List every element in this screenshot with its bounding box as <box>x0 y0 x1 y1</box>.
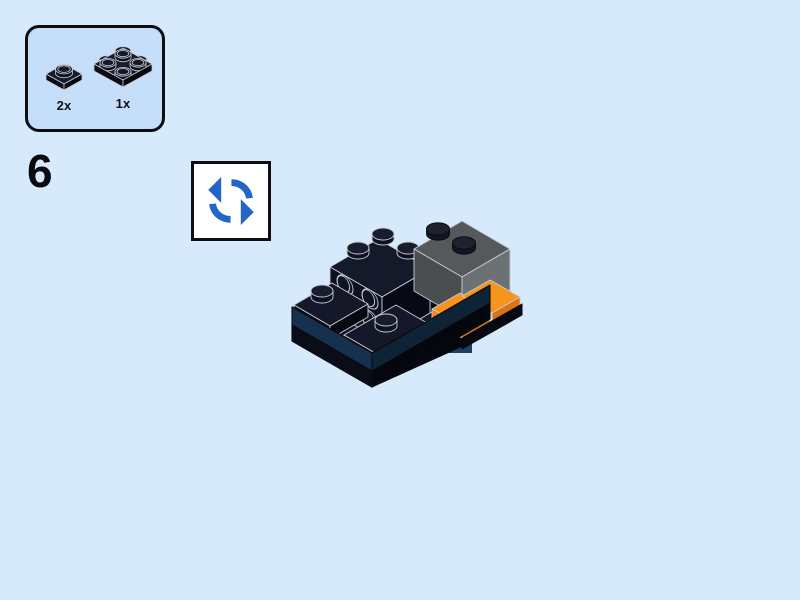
part-callout-item: 1x <box>90 42 156 110</box>
plate-black-left-step-stud <box>310 284 334 304</box>
rotate-model-hint-box <box>191 161 271 241</box>
part-count-label: 1x <box>115 96 131 111</box>
model-assembly-figure <box>282 207 530 397</box>
base-bottom-front <box>291 284 491 388</box>
plate-1x1-icon <box>45 63 83 91</box>
rotate-model-icon <box>208 176 254 226</box>
part-callout-item: 2x <box>38 56 90 112</box>
step-number: 6 <box>27 145 53 197</box>
part-count-label: 2x <box>56 98 72 113</box>
parts-callout-box: 2x <box>25 25 165 132</box>
plate-black-front-step-stud <box>374 313 398 333</box>
plate-2x2-icon <box>93 46 153 88</box>
base-edge-under-orange <box>461 303 523 350</box>
gray-brick-studs <box>426 222 476 255</box>
model-assembly-illustration <box>291 220 523 388</box>
